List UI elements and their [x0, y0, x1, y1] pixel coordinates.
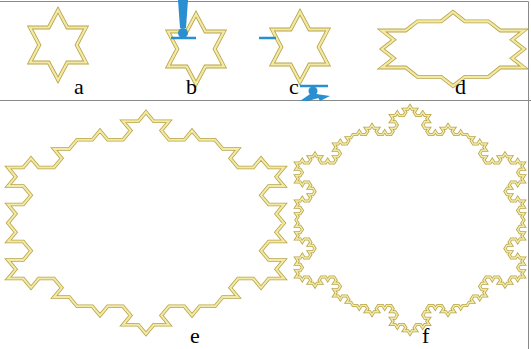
- nozzle-tip: [309, 87, 318, 96]
- koch-outline: [168, 14, 224, 84]
- koch-outline: [296, 106, 524, 334]
- panel-letter: f: [422, 325, 429, 347]
- panel-letter: b: [186, 76, 197, 98]
- koch-outline: [272, 12, 328, 82]
- panel-letter: e: [190, 325, 200, 347]
- koch-outline: [30, 10, 86, 80]
- panel-letter: a: [74, 76, 84, 98]
- koch-outline: [296, 106, 524, 334]
- koch-outline: [8, 112, 284, 334]
- koch-outline: [168, 14, 224, 84]
- print-nozzle: [178, 0, 188, 28]
- koch-outline: [8, 112, 284, 334]
- printed-segment: [171, 37, 196, 40]
- printed-segment: [259, 37, 276, 40]
- koch-outline: [382, 12, 524, 86]
- koch-outline: [30, 10, 86, 80]
- nozzle-tip: [178, 28, 188, 38]
- panel-letter: c: [289, 76, 299, 98]
- print-nozzle: [316, 94, 330, 101]
- koch-outline: [272, 12, 328, 82]
- panel-letter: d: [455, 76, 466, 98]
- koch-outline: [382, 12, 524, 86]
